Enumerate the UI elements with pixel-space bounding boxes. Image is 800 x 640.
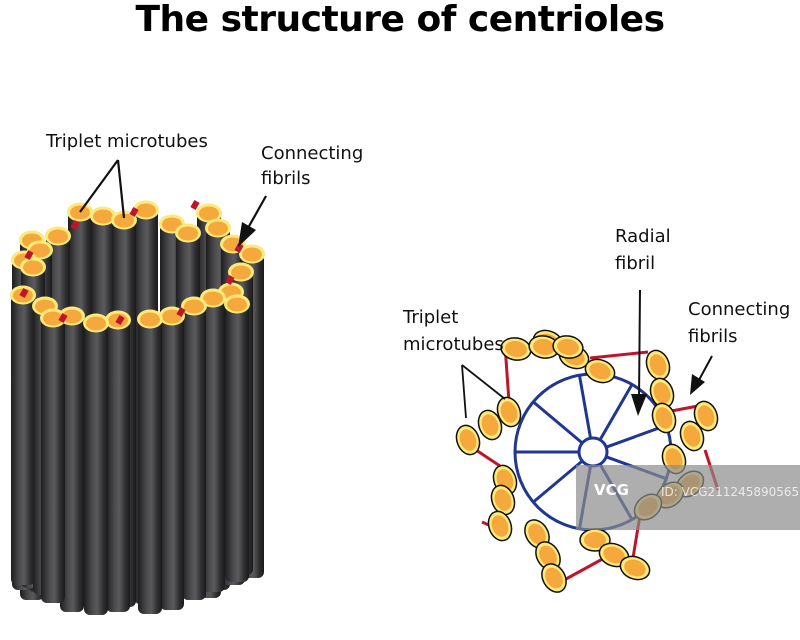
microtube-body (11, 295, 35, 585)
arrowhead-icon (690, 374, 705, 395)
pointer-line (461, 364, 467, 419)
pointer-line (698, 355, 713, 381)
pointer-line (461, 364, 506, 400)
pointer-line (79, 159, 119, 213)
microtube-top (231, 265, 251, 280)
microtube-core (491, 515, 509, 537)
microtube-top (184, 299, 204, 314)
microtube-core (603, 546, 625, 564)
microtube-top (136, 203, 156, 218)
label-triplet-microtubes-left: Triplet microtubes (46, 131, 208, 152)
label-triplet-microtubes-right-2: microtubes (403, 334, 504, 355)
microtube-core (533, 338, 555, 356)
microtube-core (494, 489, 512, 511)
microtube-core (459, 429, 477, 451)
microtube-body (60, 316, 84, 612)
microtube-top (93, 209, 113, 224)
microtube-core (584, 532, 606, 548)
microtube-core (500, 401, 518, 423)
microtube-top (30, 243, 50, 258)
microtube-top (48, 229, 68, 244)
connecting-fibril (58, 313, 68, 323)
microtube-body (225, 304, 249, 582)
pointer-line (638, 289, 641, 401)
microtube-core (624, 559, 646, 577)
microtube-body (182, 306, 206, 600)
connecting-fibril (225, 275, 235, 285)
radial-fibril (532, 459, 584, 504)
microtube-top (140, 312, 160, 327)
microtube-core (481, 414, 499, 436)
connecting-fibrils-3d (19, 200, 244, 325)
microtube-top (70, 205, 90, 220)
connecting-fibril (19, 288, 29, 298)
microtube-core (505, 340, 527, 358)
microtube-core (528, 523, 546, 545)
microtube-core (697, 405, 715, 427)
connecting-fibril (190, 200, 200, 210)
label-connecting-fibrils-right-1: Connecting (688, 299, 791, 320)
microtube-top (178, 226, 198, 241)
microtube-tops (10, 200, 265, 333)
microtube-core (557, 338, 579, 356)
microtube-core (653, 382, 671, 404)
triplet-microtubes-cross-section (455, 329, 719, 593)
microtube-top (23, 260, 43, 275)
radial-fibril (598, 383, 634, 441)
connecting-fibril (115, 315, 125, 325)
label-radial-fibril-1: Radial (615, 226, 671, 247)
arrowhead-icon (238, 222, 256, 247)
microtube-body (41, 318, 65, 603)
radial-fibril (605, 423, 667, 449)
arrowhead-icon (631, 394, 647, 416)
connecting-fibril (234, 243, 244, 253)
microtube-top (203, 291, 223, 306)
microtube-core (539, 545, 557, 567)
label-radial-fibril-2: fibril (615, 253, 656, 274)
pointer-line (116, 159, 126, 219)
microtube-core (655, 407, 673, 429)
label-connecting-fibrils-left-2: fibrils (261, 168, 311, 189)
microtube-top (242, 247, 262, 262)
microtube-core (649, 354, 667, 376)
watermark-logo: VCG (594, 481, 629, 499)
right-pointer-lines (461, 289, 713, 419)
pointer-line (247, 195, 267, 229)
microtube-core (589, 362, 611, 380)
microtube-top (227, 297, 247, 312)
hub-ring (577, 436, 609, 468)
microtube-core (665, 448, 683, 470)
watermark-id: ID: VCG211245890565 (661, 485, 800, 499)
microtube-body (160, 316, 184, 610)
microtube-top (114, 213, 134, 228)
label-connecting-fibrils-right-2: fibrils (688, 326, 738, 347)
microtube-top (62, 309, 82, 324)
connecting-fibril (589, 350, 649, 360)
label-connecting-fibrils-left-1: Connecting (261, 143, 364, 164)
microtube-core (545, 567, 563, 589)
connecting-fibril (129, 207, 139, 217)
microtube-top (86, 316, 106, 331)
label-triplet-microtubes-right-1: Triplet (403, 307, 459, 328)
microtube-body (138, 319, 162, 614)
microtube-core (683, 425, 701, 447)
watermark: VCG ID: VCG211245890565 (576, 465, 800, 530)
microtube-top (43, 311, 63, 326)
connecting-fibril (24, 250, 34, 260)
radial-fibril (577, 374, 593, 439)
microtube-body (201, 298, 225, 592)
microtube-top (208, 221, 228, 236)
microtube-body (106, 320, 130, 612)
left-pointer-lines (79, 159, 267, 247)
microtube-body (84, 323, 108, 615)
page-title: The structure of centrioles (135, 0, 665, 40)
microtube-top (199, 206, 219, 221)
connecting-fibril (176, 307, 186, 317)
radial-fibril (532, 400, 584, 445)
connecting-fibril (70, 220, 80, 230)
